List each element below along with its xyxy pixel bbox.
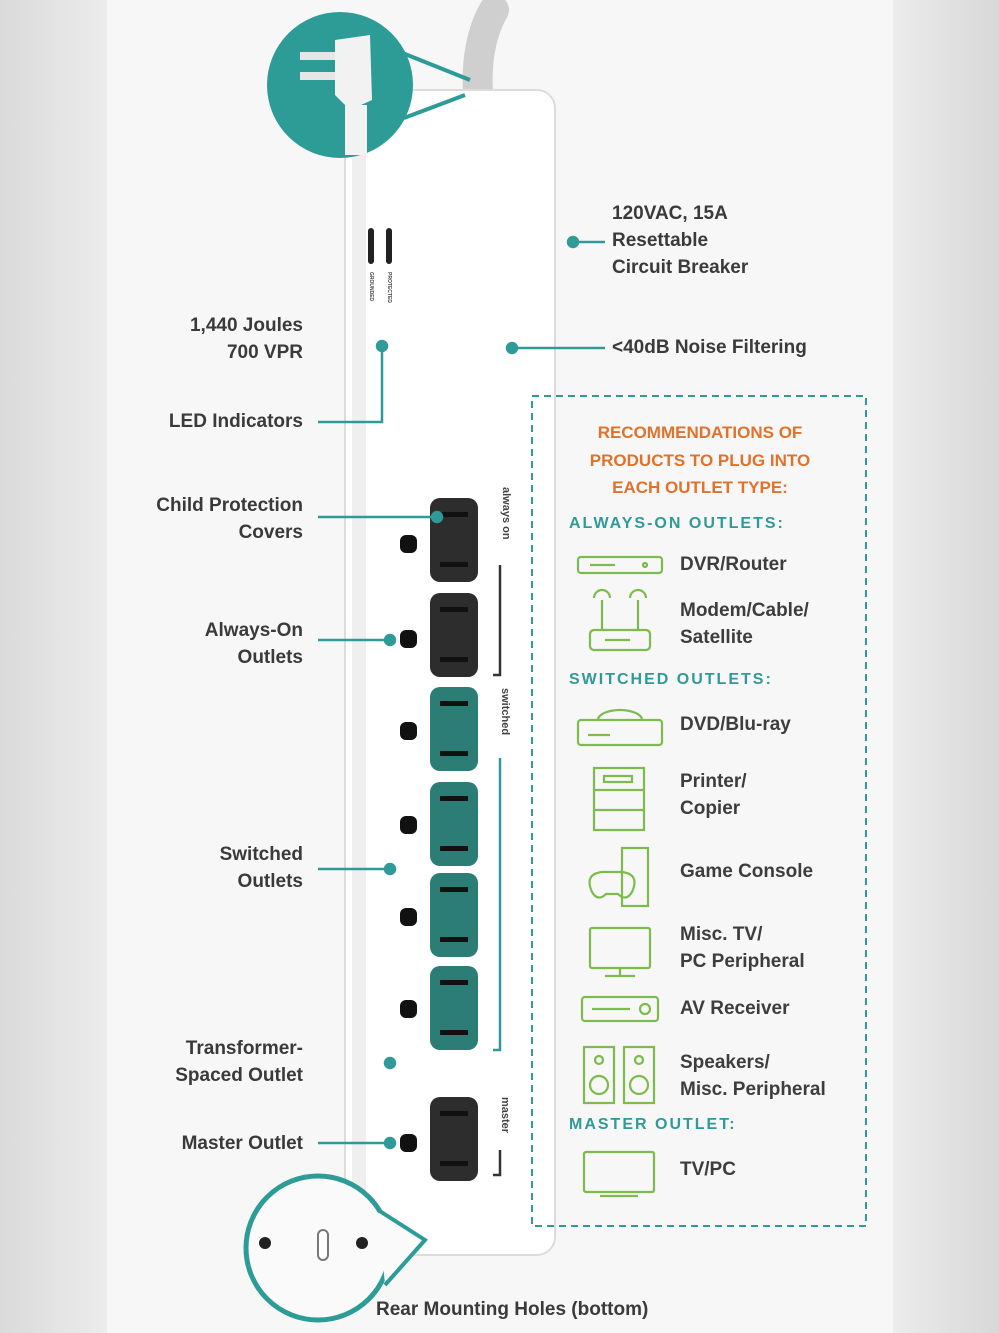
led-indicators-label: LED Indicators	[168, 411, 303, 432]
mounting-callout-pointer	[376, 1208, 429, 1287]
game-console-icon	[588, 846, 650, 908]
plug-head	[335, 35, 372, 110]
dvr-router-icon	[576, 555, 664, 575]
item-tv-pc: TV/PC	[680, 1159, 736, 1180]
outlet-switched-2	[430, 782, 478, 866]
speakers-icon	[582, 1045, 656, 1105]
led-indicator-2	[386, 228, 392, 264]
modem-icon	[588, 588, 652, 652]
always-on-tag: always on	[500, 487, 512, 540]
item-dvd: DVD/Blu-ray	[680, 714, 791, 735]
leader-lines	[318, 235, 605, 1150]
outlet-master	[430, 1097, 478, 1181]
plug-callout-pointer	[394, 48, 471, 82]
transformer-spaced-label: Transformer- Spaced Outlet	[175, 1038, 303, 1086]
outlets	[430, 498, 478, 1181]
section-switched: SWITCHED OUTLETS:	[569, 671, 773, 688]
noise-filtering-label: <40dB Noise Filtering	[612, 337, 807, 358]
child-protection-label: Child Protection Covers	[156, 495, 303, 543]
outlet-switched-4	[430, 966, 478, 1050]
mounting-hole-2	[356, 1237, 368, 1249]
recommendation-box	[531, 395, 867, 1227]
master-tag: master	[499, 1097, 511, 1134]
printer-icon	[592, 766, 646, 832]
mounting-caption: Rear Mounting Holes (bottom)	[376, 1299, 649, 1320]
section-master: MASTER OUTLET:	[569, 1116, 737, 1133]
outlet-always-on-1	[430, 498, 478, 582]
recommendations-title: RECOMMENDATIONS OF PRODUCTS TO PLUG INTO…	[589, 423, 811, 497]
strip-edge	[352, 96, 366, 1246]
background-right	[893, 0, 999, 1333]
item-dvr-router: DVR/Router	[680, 554, 787, 575]
surge-rating-label: 1,440 Joules 700 VPR	[189, 315, 303, 363]
item-printer: Printer/ Copier	[680, 771, 747, 819]
ground-holes	[400, 535, 417, 1152]
item-av-receiver: AV Receiver	[680, 998, 790, 1019]
tv-icon	[582, 1150, 656, 1198]
mounting-hole-1	[259, 1237, 271, 1249]
always-on-bracket	[493, 565, 502, 677]
circuit-breaker-label: 120VAC, 15A Resettable Circuit Breaker	[612, 203, 749, 278]
outlet-switched-3	[430, 873, 478, 957]
dvd-player-icon	[576, 708, 664, 747]
led-indicator-1	[368, 228, 374, 264]
master-outlet-label: Master Outlet	[181, 1133, 303, 1154]
outlet-switched-1	[430, 687, 478, 771]
monitor-icon	[588, 926, 652, 978]
av-receiver-icon	[580, 995, 660, 1023]
switched-label: Switched Outlets	[219, 844, 303, 892]
outlet-slots	[440, 512, 468, 1166]
led-tag-bottom: GROUNDED	[368, 272, 374, 302]
item-game-console: Game Console	[680, 861, 814, 882]
always-on-label: Always-On Outlets	[204, 620, 303, 668]
background-left	[0, 0, 107, 1333]
item-speakers: Speakers/ Misc. Peripheral	[680, 1052, 826, 1100]
switched-bracket	[493, 758, 502, 1052]
section-always-on: ALWAYS-ON OUTLETS:	[569, 515, 785, 532]
outlet-always-on-2	[430, 593, 478, 677]
master-bracket	[493, 1150, 502, 1177]
led-tag-top: PROTECTED	[386, 272, 392, 303]
product-icons	[576, 555, 664, 1198]
plug-prong-2	[300, 72, 340, 80]
item-misc-tv: Misc. TV/ PC Peripheral	[680, 924, 805, 972]
plug-prong-1	[300, 52, 340, 60]
keyhole-slot	[317, 1229, 329, 1261]
power-cord	[462, 0, 509, 107]
item-modem: Modem/Cable/ Satellite	[680, 600, 809, 648]
switched-tag: switched	[499, 688, 511, 736]
